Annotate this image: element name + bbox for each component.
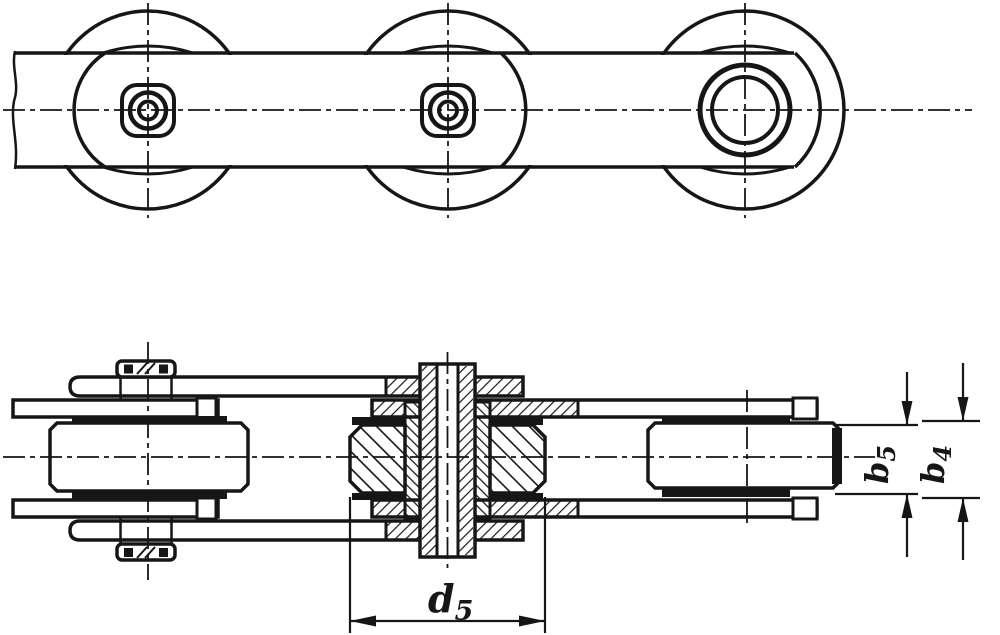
roller-joint1 (48, 421, 250, 493)
plan-view (3, 3, 972, 218)
bush-flange-strip (352, 417, 405, 425)
pin-head-bottom-joint1 (115, 517, 177, 562)
outer-plate-section (384, 375, 422, 398)
roller-joint3-edge (832, 428, 842, 484)
outer-plate-section (473, 375, 525, 398)
inner-plate-section (370, 498, 407, 519)
inner-plate-section (488, 398, 580, 419)
dimension-label-d5: d5 (428, 576, 473, 627)
plate-end-cap (791, 396, 819, 421)
bush-flange-strip (490, 493, 543, 500)
roller-section-right (488, 423, 547, 495)
dimension-label-b5: b5 (858, 445, 901, 484)
plate-end-arc-left (72, 51, 106, 169)
dimension-b4: b4 (914, 363, 980, 560)
plate-end-cap (195, 396, 218, 421)
roller-section-left (348, 423, 407, 495)
bush-flange-strip (490, 417, 543, 425)
plate-end-cap (195, 496, 218, 521)
bush-wall-section (473, 400, 492, 520)
flange-bump (699, 165, 791, 176)
dimension-b5: b5 (835, 372, 918, 557)
outer-plate-section (473, 519, 525, 542)
outer-plate-section (384, 519, 422, 542)
dimension-label-b4: b4 (914, 445, 957, 484)
inner-plate-bottom-left (11, 498, 220, 519)
flange-bump (402, 165, 494, 176)
bush-flange-strip (72, 416, 227, 424)
flange-bump (102, 165, 194, 176)
break-line (11, 50, 18, 170)
bush-flange-strip (662, 416, 790, 424)
bush-flange-strip (72, 490, 227, 499)
pin-head-top-joint1 (115, 359, 177, 400)
inner-plate-section (488, 498, 580, 519)
plate-end-cap (791, 496, 819, 521)
bush-flange-strip (352, 493, 405, 500)
dimension-d5: d5 (348, 497, 547, 633)
section-view: d5 b5 b4 (3, 342, 980, 633)
roller-joint3 (646, 421, 842, 490)
inner-plate-top-left (11, 398, 220, 419)
bush-flange-strip (662, 488, 790, 497)
inner-plate-section (370, 398, 407, 419)
bush-wall-section (403, 400, 422, 520)
